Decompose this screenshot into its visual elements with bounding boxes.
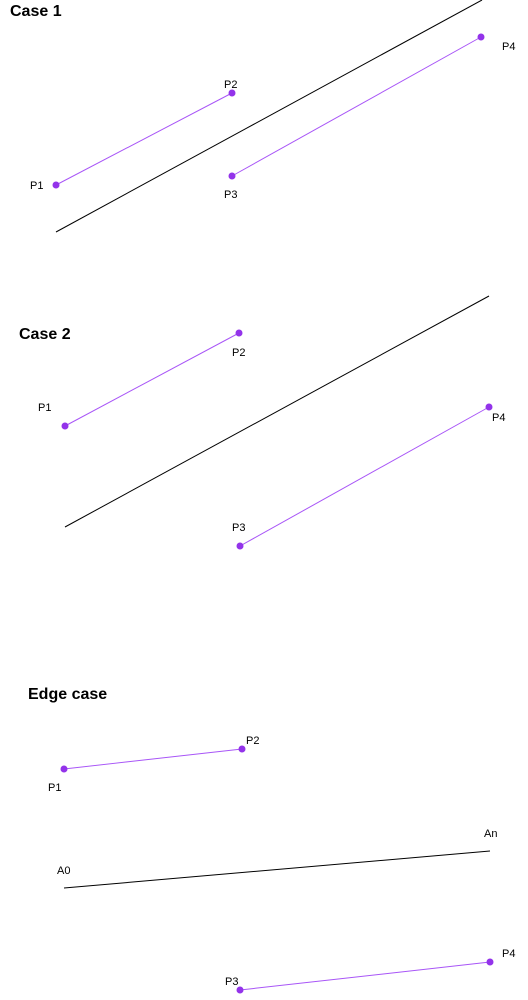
- case-2-segment-p1-p2: [64, 332, 240, 427]
- case-1-point-p2: [228, 89, 236, 97]
- case-1-dividing-line: [55, 0, 483, 233]
- case-1-segment-p1-p2: [55, 92, 233, 186]
- case-2-group: Case 2 P1 P2 P3 P4: [19, 295, 505, 550]
- case-2-title: Case 2: [19, 326, 71, 343]
- edge-case-label-p3: P3: [225, 976, 238, 988]
- case-2-label-p4: P4: [492, 412, 505, 424]
- case-2-label-p1: P1: [38, 402, 51, 414]
- case-2-point-p2: [235, 329, 243, 337]
- edge-case-title: Edge case: [28, 686, 107, 703]
- edge-case-point-p2: [238, 745, 246, 753]
- edge-case-segment-p1-p2: [63, 748, 243, 770]
- edge-case-label-an: An: [484, 828, 497, 840]
- edge-case-segment-p3-p4: [239, 961, 491, 991]
- edge-case-point-p3: [236, 986, 244, 994]
- edge-case-group: Edge case P1 P2 P3 P4 A0 An: [28, 686, 515, 994]
- edge-case-dividing-line: [63, 850, 491, 889]
- edge-case-label-p1: P1: [48, 782, 61, 794]
- case-1-label-p1: P1: [30, 180, 43, 192]
- case-2-label-p2: P2: [232, 347, 245, 359]
- case-1-label-p4: P4: [502, 41, 515, 53]
- case-2-segment-p3-p4: [239, 406, 490, 547]
- case-1-group: Case 1 P1 P2 P3 P4: [10, 0, 515, 233]
- case-2-point-p3: [236, 542, 244, 550]
- case-1-point-p4: [477, 33, 485, 41]
- edge-case-label-p2: P2: [246, 735, 259, 747]
- case-1-point-p1: [52, 181, 60, 189]
- edge-case-point-p4: [486, 958, 494, 966]
- edge-case-label-p4: P4: [502, 948, 515, 960]
- case-1-segment-p3-p4: [231, 36, 482, 177]
- case-2-point-p4: [485, 403, 493, 411]
- case-1-label-p3: P3: [224, 189, 237, 201]
- case-1-label-p2: P2: [224, 79, 237, 91]
- case-1-title: Case 1: [10, 3, 62, 20]
- case-2-label-p3: P3: [232, 522, 245, 534]
- case-2-point-p1: [61, 422, 69, 430]
- edge-case-label-a0: A0: [57, 865, 70, 877]
- case-2-dividing-line: [64, 295, 490, 528]
- edge-case-point-p1: [60, 765, 68, 773]
- case-1-point-p3: [228, 172, 236, 180]
